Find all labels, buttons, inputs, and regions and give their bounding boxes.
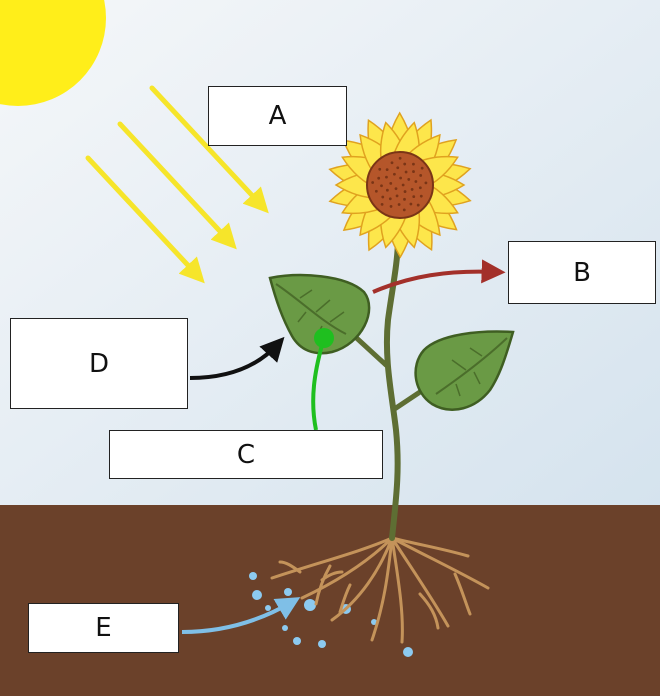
sunlight-arrow-3	[85, 155, 205, 284]
seed-dot	[404, 170, 408, 174]
seed-dot	[412, 195, 416, 198]
label-box-d: D	[10, 318, 188, 409]
seed-dot	[380, 202, 384, 206]
sunlight-arrows	[85, 85, 269, 284]
water-droplets	[249, 572, 413, 657]
seed-dot	[416, 203, 420, 207]
seed-dot	[418, 186, 422, 190]
sun	[0, 0, 106, 106]
seed-dot	[385, 188, 389, 192]
roots	[270, 536, 490, 644]
soil	[0, 505, 660, 696]
seed-dot	[385, 175, 388, 179]
right-leaf	[414, 330, 515, 411]
seed-dot	[388, 197, 392, 201]
seed-dot	[410, 188, 414, 191]
sunlight-arrow-1	[149, 85, 269, 214]
seed-dot	[419, 194, 423, 198]
seed-dot	[397, 203, 401, 206]
seed-dot	[403, 197, 406, 201]
seed-dot	[394, 187, 398, 191]
seed-dot	[414, 180, 418, 183]
seed-dot	[381, 195, 385, 199]
seed-dot	[401, 183, 405, 187]
seed-dot	[402, 208, 406, 212]
seed-dot	[378, 167, 382, 171]
label-box-e: E	[28, 603, 179, 653]
seed-dot	[374, 189, 378, 193]
arrow-e	[181, 597, 301, 634]
seed-dot	[390, 161, 394, 165]
seed-dot	[380, 184, 383, 188]
flower-center	[366, 151, 434, 219]
label-box-c: C	[109, 430, 383, 479]
seed-dot	[399, 176, 403, 180]
seed-dot	[371, 181, 375, 184]
seed-dot	[389, 205, 393, 208]
seed-dot	[395, 194, 399, 198]
left-leaf	[268, 273, 371, 355]
arrow-c-line	[311, 337, 326, 431]
seed-dot	[393, 172, 396, 176]
label-box-a: A	[208, 86, 347, 146]
seed-dot	[412, 162, 415, 166]
seed-dot	[403, 190, 407, 193]
stem	[383, 235, 401, 541]
seed-dot	[377, 176, 381, 180]
arrow-c-dot	[314, 328, 334, 348]
label-box-b: B	[508, 241, 656, 304]
seed-dot	[398, 156, 402, 160]
seed-dot	[403, 162, 407, 166]
arrow-b	[372, 259, 506, 294]
seed-dot	[407, 178, 411, 181]
seed-dot	[389, 181, 393, 185]
sunflower-head	[328, 111, 472, 259]
seed-dot	[412, 170, 415, 173]
seed-dot	[424, 181, 428, 185]
arrow-d	[189, 336, 285, 380]
seed-dot	[420, 166, 424, 170]
seed-dot	[396, 166, 400, 170]
seed-dot	[409, 202, 413, 206]
seed-dot	[385, 168, 389, 172]
seed-dot	[419, 174, 423, 177]
sunlight-arrow-2	[117, 121, 237, 250]
